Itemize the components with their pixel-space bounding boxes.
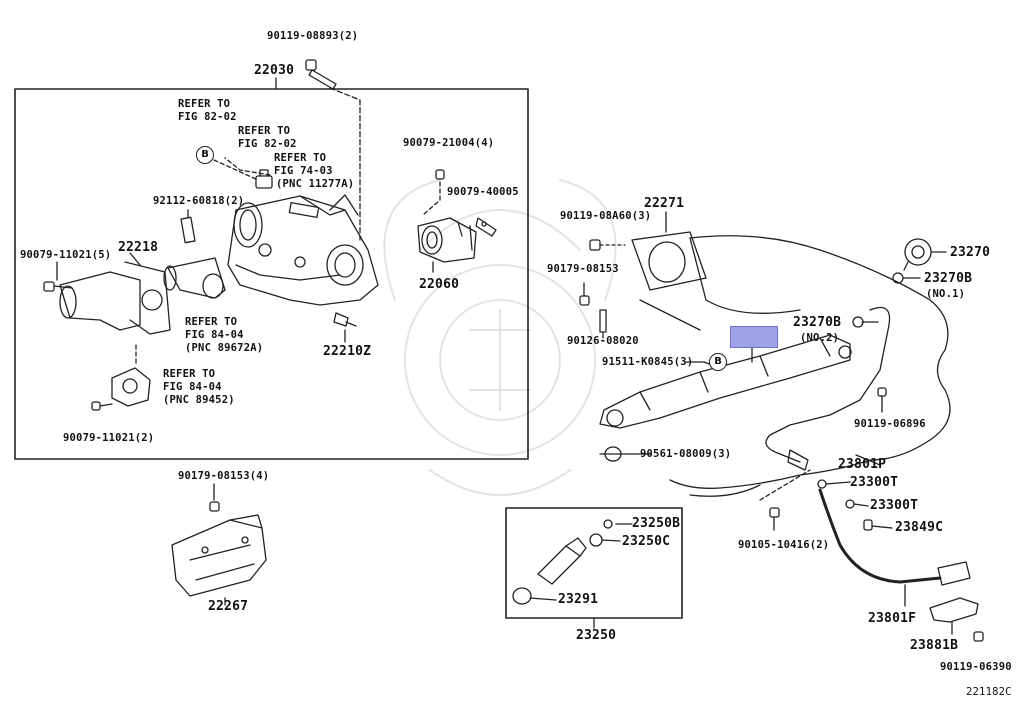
callout-23300t-a[interactable]: 23300T <box>850 475 899 490</box>
gasket-23300t-a[interactable] <box>817 479 827 489</box>
insulator-23291[interactable] <box>512 587 532 605</box>
callout-90079-40005[interactable]: 90079-40005 <box>447 186 519 198</box>
callout-23270b-no1-suffix: (NO.1) <box>926 288 966 300</box>
cushion-23250c[interactable] <box>589 533 603 547</box>
bolt-90119-06896[interactable] <box>877 387 887 397</box>
refer-82-a-line1: REFER TO <box>178 98 231 110</box>
callout-90179-08153[interactable]: 90179-08153 <box>547 263 619 275</box>
callout-23270[interactable]: 23270 <box>950 245 991 260</box>
callout-22030[interactable]: 22030 <box>254 63 295 78</box>
bolt-23849c[interactable] <box>863 519 873 531</box>
callout-92112-60818[interactable]: 92112-60818(2) <box>153 195 245 207</box>
stud-92112[interactable] <box>180 216 196 244</box>
oring-23250b[interactable] <box>603 519 613 529</box>
callout-90126-08020[interactable]: 90126-08020 <box>567 335 639 347</box>
refer-82-b-line1: REFER TO <box>238 125 291 137</box>
callout-23801p[interactable]: 23801P <box>838 457 887 472</box>
callout-23270b-no1[interactable]: 23270B <box>924 271 973 286</box>
diagram-code: 221182C <box>966 686 1012 698</box>
hose-joint[interactable] <box>163 257 226 299</box>
callout-22218[interactable]: 22218 <box>118 240 159 255</box>
callout-91511-k0845[interactable]: 91511-K0845(3) <box>602 356 694 368</box>
oring-23270b-no1[interactable] <box>892 272 904 284</box>
bracket-90079-40005[interactable] <box>475 217 497 237</box>
bolt-90079-11021[interactable] <box>43 281 73 292</box>
stud-90126[interactable] <box>599 309 607 333</box>
callout-90119-06896[interactable]: 90119-06896 <box>854 418 926 430</box>
injector-23250[interactable] <box>537 537 587 585</box>
refer-84-a-pnc: (PNC 89672A) <box>185 342 264 354</box>
refer-82-b-line2[interactable]: FIG 82-02 <box>238 138 297 150</box>
fuel-pipe-23801p[interactable] <box>787 449 809 471</box>
highlighted-part-marker[interactable] <box>730 326 778 348</box>
pressure-regulator-23270[interactable] <box>903 238 932 271</box>
refer-74-line2[interactable]: FIG 74-03 <box>274 165 333 177</box>
throttle-position-sensor[interactable] <box>111 367 151 407</box>
callout-22210z[interactable]: 22210Z <box>323 344 372 359</box>
refer-82-a-line2[interactable]: FIG 82-02 <box>178 111 237 123</box>
callout-90079-11021-2[interactable]: 90079-11021(2) <box>63 432 155 444</box>
nut-90179-08153[interactable] <box>209 501 220 512</box>
bolt-90119-08a60[interactable] <box>589 239 601 251</box>
bolt-90119-08893[interactable] <box>305 59 337 90</box>
marker-b-right: B <box>709 353 727 371</box>
watermark-emblem <box>383 179 617 496</box>
nut-90179[interactable] <box>579 295 590 306</box>
callout-90561-08009[interactable]: 90561-08009(3) <box>640 448 732 460</box>
callout-23849c[interactable]: 23849C <box>895 520 944 535</box>
intake-manifold <box>639 235 951 497</box>
callout-23300t-b[interactable]: 23300T <box>870 498 919 513</box>
bolt-90119-06390[interactable] <box>973 631 984 642</box>
gasket-23300t-b[interactable] <box>845 499 855 509</box>
bolt-90105[interactable] <box>769 507 780 518</box>
callout-23250c[interactable]: 23250C <box>622 534 671 549</box>
callout-90079-11021-5[interactable]: 90079-11021(5) <box>20 249 112 261</box>
throttle-body[interactable] <box>227 194 379 306</box>
sensor-connector[interactable] <box>255 169 273 189</box>
callout-22267[interactable]: 22267 <box>208 599 249 614</box>
screw-90079-21004[interactable] <box>435 169 445 180</box>
marker-b-left: B <box>196 146 214 164</box>
refer-84-a-line1: REFER TO <box>185 316 238 328</box>
refer-74-pnc: (PNC 11277A) <box>276 178 355 190</box>
callout-23250[interactable]: 23250 <box>576 628 617 643</box>
fuel-delivery-pipe[interactable] <box>599 334 852 429</box>
callout-90119-08893[interactable]: 90119-08893(2) <box>267 30 359 42</box>
callout-90079-21004[interactable]: 90079-21004(4) <box>403 137 495 149</box>
callout-23270b-no2-suffix: (NO.2) <box>800 332 840 344</box>
valve-22060[interactable] <box>417 217 477 263</box>
bolt-small[interactable] <box>91 401 113 411</box>
bracket-22267[interactable] <box>171 514 267 597</box>
callout-22271[interactable]: 22271 <box>644 196 685 211</box>
elbow-22218[interactable] <box>59 261 171 335</box>
callout-23250b[interactable]: 23250B <box>632 516 681 531</box>
refer-84-b-pnc: (PNC 89452) <box>163 394 235 406</box>
callout-23881b[interactable]: 23881B <box>910 638 959 653</box>
callout-23291[interactable]: 23291 <box>558 592 599 607</box>
hose-fitting[interactable] <box>937 561 971 586</box>
callout-90105-10416[interactable]: 90105-10416(2) <box>738 539 830 551</box>
clamp-23881b[interactable] <box>929 597 979 623</box>
refer-84-b-line2[interactable]: FIG 84-04 <box>163 381 222 393</box>
refer-84-a-line2[interactable]: FIG 84-04 <box>185 329 244 341</box>
fuel-return-pipe[interactable] <box>765 306 891 463</box>
throttle-body-box <box>14 88 529 460</box>
plate-22271[interactable] <box>631 231 707 291</box>
callout-90179-08153-4[interactable]: 90179-08153(4) <box>178 470 270 482</box>
callout-23270b-no2[interactable]: 23270B <box>793 315 842 330</box>
fuel-hose-23801f[interactable] <box>818 488 942 584</box>
refer-74-line1: REFER TO <box>274 152 327 164</box>
callout-23801f[interactable]: 23801F <box>868 611 917 626</box>
callout-90119-08a60[interactable]: 90119-08A60(3) <box>560 210 652 222</box>
callout-22060[interactable]: 22060 <box>419 277 460 292</box>
callout-90119-06390[interactable]: 90119-06390 <box>940 661 1012 673</box>
sensor-22210z[interactable] <box>333 312 357 327</box>
refer-84-b-line1: REFER TO <box>163 368 216 380</box>
